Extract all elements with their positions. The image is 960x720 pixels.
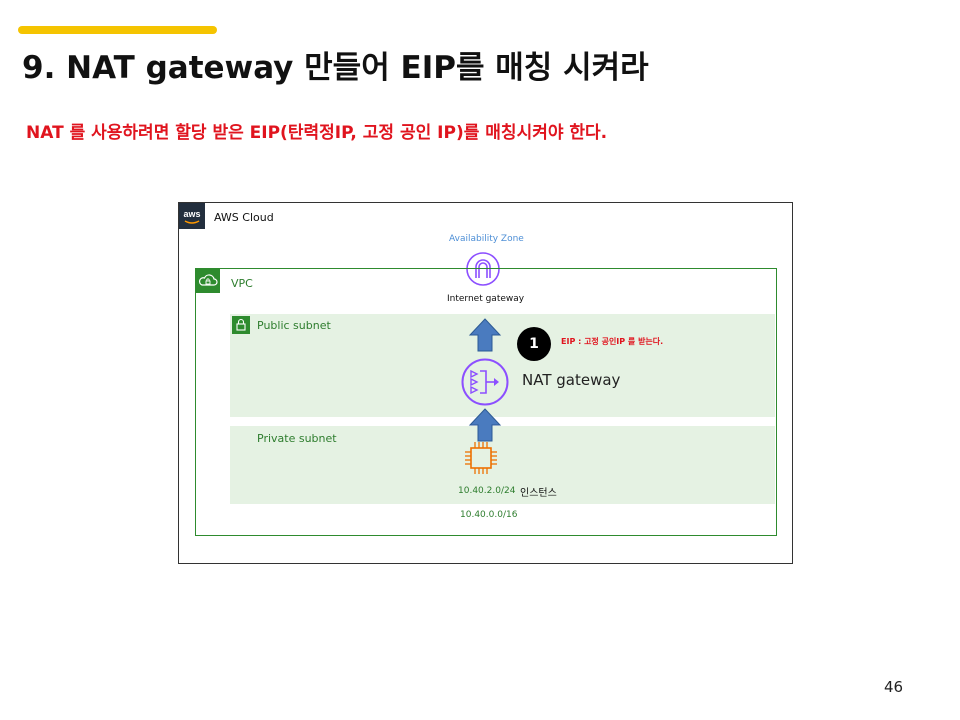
private-subnet-label: Private subnet xyxy=(257,432,337,445)
aws-architecture-diagram: aws AWS Cloud Availability Zone Internet… xyxy=(178,202,793,564)
eip-note: EIP : 고정 공인IP 를 받는다. xyxy=(561,337,664,346)
lock-icon xyxy=(232,316,250,334)
vpc-cloud-icon xyxy=(196,269,220,293)
page-number: 46 xyxy=(884,678,904,696)
slide-title: 9. NAT gateway 만들어 EIP를 매칭 시켜라 xyxy=(22,50,649,86)
public-subnet-label: Public subnet xyxy=(257,319,331,332)
instance-subnet-cidr: 10.40.2.0/24 xyxy=(458,486,516,496)
ec2-instance-icon xyxy=(463,440,499,480)
aws-logo-icon: aws xyxy=(179,203,205,229)
title-accent-bar xyxy=(18,26,217,34)
public-subnet: Public subnet xyxy=(230,314,775,417)
slide-subtitle: NAT 를 사용하려면 할당 받은 EIP(탄력정IP, 고정 공인 IP)를 … xyxy=(26,123,608,143)
nat-gateway-icon xyxy=(460,357,510,411)
vpc-label: VPC xyxy=(231,277,253,290)
up-arrow-icon xyxy=(468,407,502,447)
up-arrow-icon xyxy=(468,317,502,357)
instance-label: 인스턴스 xyxy=(520,488,557,499)
vpc-container: VPC Public subnet Private subnet 10.40.2… xyxy=(195,268,777,536)
svg-text:aws: aws xyxy=(183,209,200,219)
step-number-badge: 1 xyxy=(517,327,551,361)
availability-zone-label: Availability Zone xyxy=(449,234,524,244)
aws-cloud-label: AWS Cloud xyxy=(214,211,274,224)
private-subnet: Private subnet 10.40.2.0/24 인스턴스 xyxy=(230,426,775,504)
internet-gateway-label: Internet gateway xyxy=(447,294,525,304)
vpc-cidr: 10.40.0.0/16 xyxy=(460,510,518,520)
nat-gateway-label: NAT gateway xyxy=(522,371,621,389)
internet-gateway-icon xyxy=(465,251,501,291)
